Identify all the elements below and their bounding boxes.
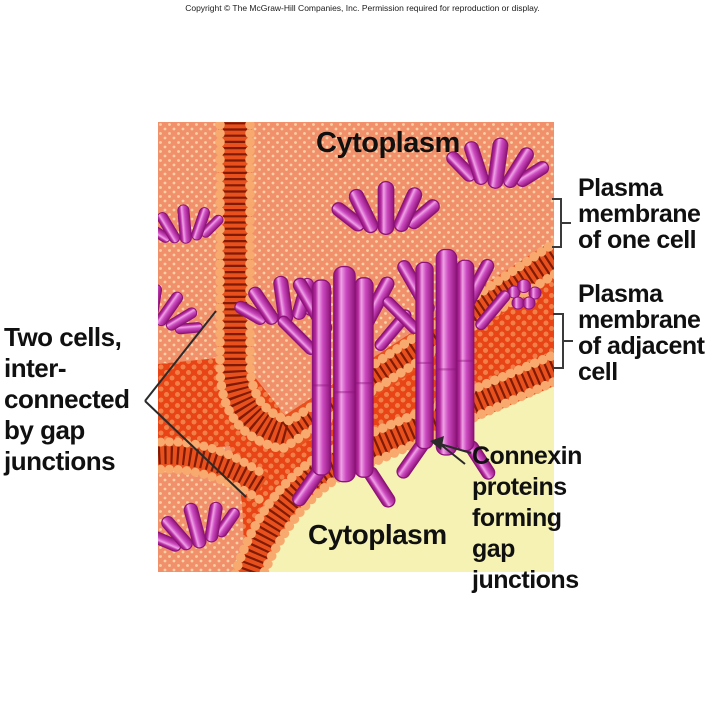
label-two-cells: Two cells, inter- connected by gap junct…	[4, 322, 130, 476]
label-plasma-membrane-adjacent-cell: Plasma membrane of adjacent cell	[578, 280, 705, 386]
bracket-one-cell	[552, 198, 571, 248]
label-plasma-membrane-one-cell: Plasma membrane of one cell	[578, 174, 701, 254]
embedded-connexon-cluster	[507, 279, 542, 310]
bracket-adjacent-cell	[553, 313, 573, 369]
copyright-text: Copyright © The McGraw-Hill Companies, I…	[185, 3, 540, 13]
cytoplasm-top-label: Cytoplasm	[316, 127, 460, 159]
label-connexin-proteins: Connexin proteins forming gap junctions	[472, 442, 582, 594]
cytoplasm-bottom-label: Cytoplasm	[308, 519, 447, 550]
